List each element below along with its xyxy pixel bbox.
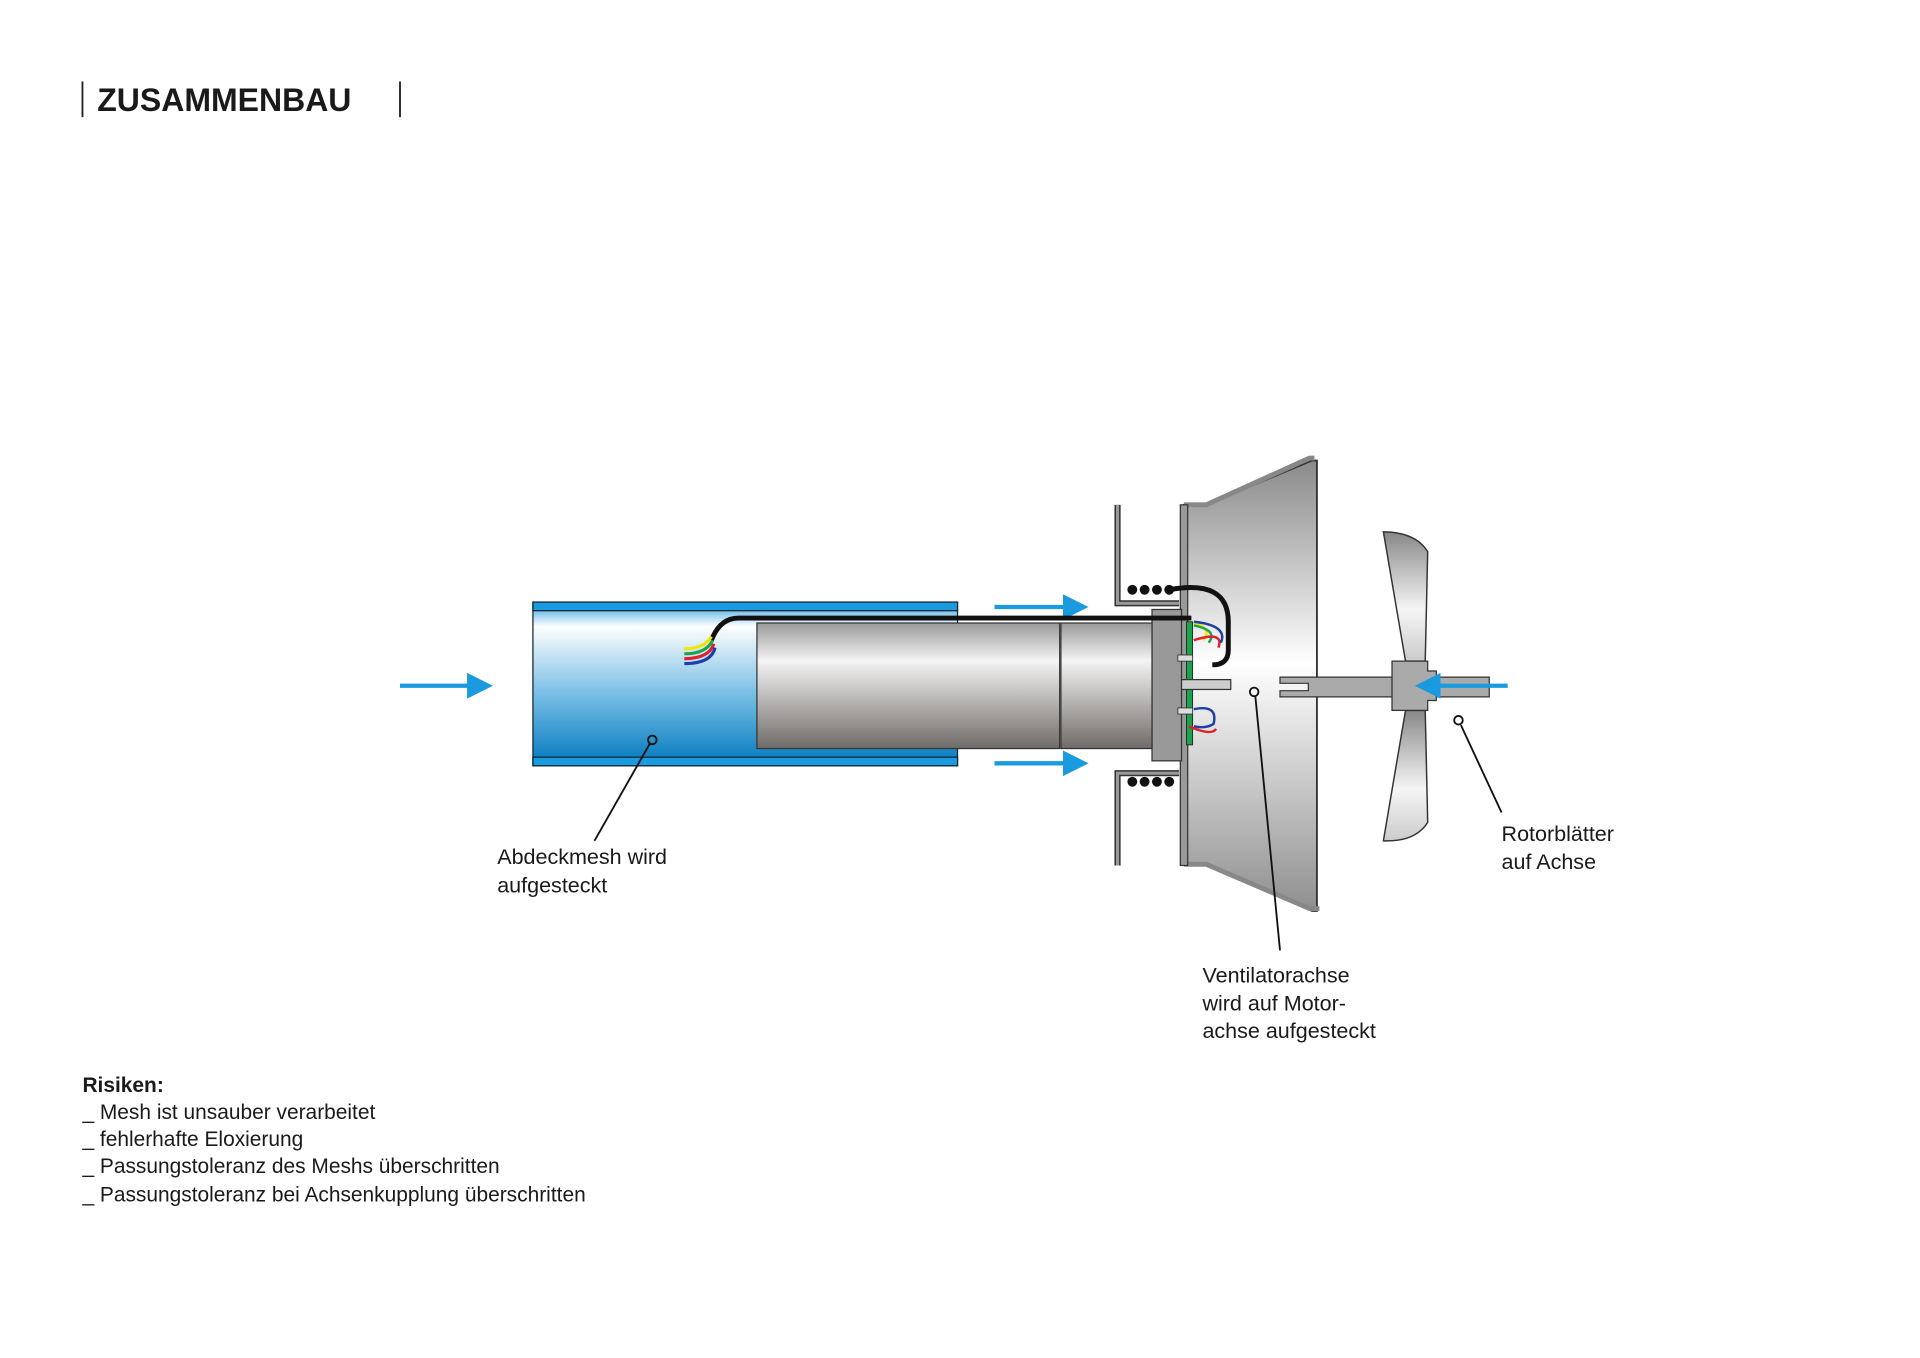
svg-text:auf Achse: auf Achse: [1502, 850, 1597, 874]
cable: [684, 585, 1231, 734]
airflow-arrows: [400, 594, 1089, 777]
label-axle: Ventilatorachse wird auf Motor- achse au…: [1201, 963, 1375, 1042]
label-rotor: Rotorblätter auf Achse: [1502, 822, 1614, 874]
page-title: ZUSAMMENBAU: [81, 81, 401, 118]
risks-list: Risiken: _ Mesh ist unsauber verarbeitet…: [81, 1074, 585, 1207]
callout-lines: [593, 686, 1503, 951]
svg-text:Abdeckmesh wird: Abdeckmesh wird: [497, 845, 667, 869]
svg-text:Ventilatorachse: Ventilatorachse: [1202, 963, 1349, 987]
svg-text:Rotorblätter: Rotorblätter: [1502, 822, 1614, 846]
svg-text:wird auf Motor-: wird auf Motor-: [1201, 992, 1345, 1016]
rotor: [1279, 531, 1508, 842]
risk-item: _ fehlerhafte Eloxierung: [81, 1128, 303, 1151]
risk-item: _ Passungstoleranz des Meshs überschritt…: [81, 1155, 499, 1178]
svg-text:achse aufgesteckt: achse aufgesteckt: [1202, 1019, 1375, 1043]
motor: [756, 621, 1232, 750]
risks-heading: Risiken:: [82, 1074, 163, 1097]
title-text: ZUSAMMENBAU: [97, 82, 351, 118]
label-mesh: Abdeckmesh wird aufgesteckt: [497, 845, 667, 897]
svg-text:aufgesteckt: aufgesteckt: [497, 874, 607, 898]
risk-item: _ Passungstoleranz bei Achsenkupplung üb…: [81, 1183, 585, 1206]
risk-item: _ Mesh ist unsauber verarbeitet: [81, 1101, 375, 1124]
